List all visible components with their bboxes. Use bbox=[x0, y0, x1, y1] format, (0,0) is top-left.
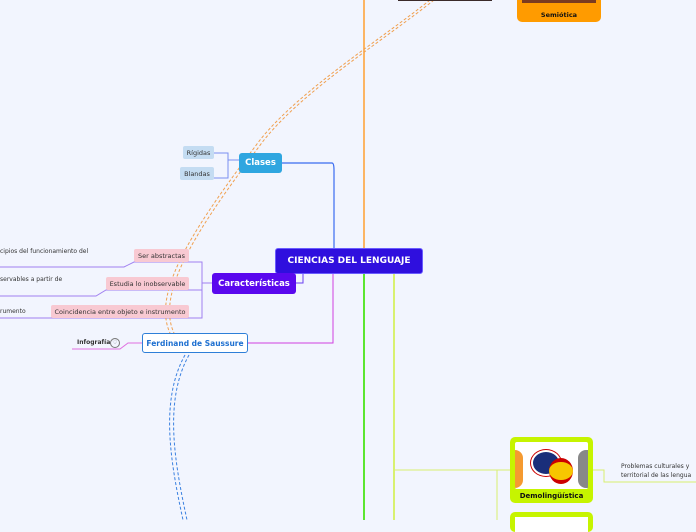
note-line: Problemas culturales y bbox=[621, 463, 690, 470]
link-icon[interactable]: ♡ bbox=[110, 338, 120, 348]
topic-demolinguistica[interactable]: Demolingüística bbox=[510, 437, 593, 503]
topic-image bbox=[515, 517, 588, 532]
demolinguistica-note: Problemas culturales y territorial de las… bbox=[621, 462, 691, 480]
note-text: rumento bbox=[0, 308, 26, 315]
note-text: servables a partir de bbox=[0, 276, 63, 283]
central-topic[interactable]: CIENCIAS DEL LENGUAJE bbox=[275, 248, 423, 274]
subtopic-rigidas[interactable]: Rígidas bbox=[183, 146, 214, 159]
subtopic-estudia-inobservable[interactable]: Estudia lo inobservable bbox=[106, 277, 189, 290]
topic-clases[interactable]: Clases bbox=[239, 153, 282, 173]
topic-semiotica[interactable]: Semiótica bbox=[517, 0, 601, 22]
semiotica-label: Semiótica bbox=[540, 11, 578, 19]
topic-next[interactable] bbox=[510, 512, 593, 532]
note-text: cipios del funcionamiento del bbox=[0, 248, 89, 255]
semiotica-image bbox=[522, 0, 596, 3]
note-line: territorial de las lengua bbox=[621, 472, 692, 479]
subtopic-blandas[interactable]: Blandas bbox=[180, 167, 214, 180]
connector-lines bbox=[0, 0, 696, 520]
flags-image bbox=[515, 442, 588, 489]
demolinguistica-label: Demolingüística bbox=[519, 492, 584, 500]
subtopic-ser-abstractas[interactable]: Ser abstractas bbox=[134, 249, 189, 262]
subtopic-coincidencia[interactable]: Coincidencia entre objeto e instrumento bbox=[51, 305, 189, 318]
infografia-link[interactable]: Infografía bbox=[77, 339, 111, 346]
topic-caracteristicas[interactable]: Características bbox=[212, 273, 296, 294]
topic-ferdinand-de-saussure[interactable]: Ferdinand de Saussure bbox=[142, 333, 248, 353]
